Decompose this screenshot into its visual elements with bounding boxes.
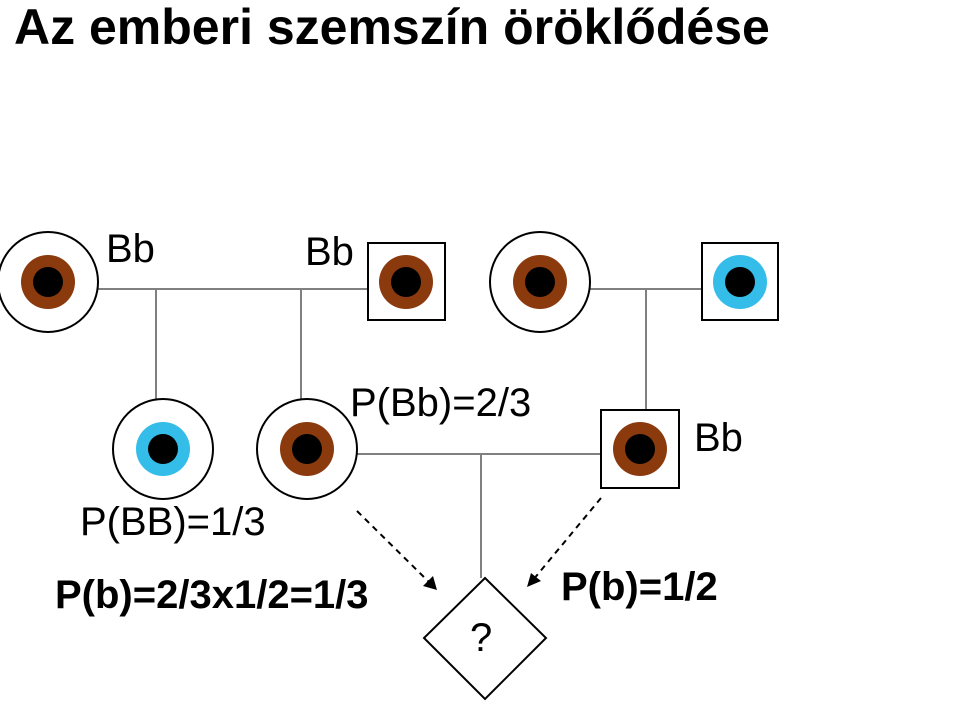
probability-arrows — [356, 497, 602, 590]
pupil-icon — [391, 267, 421, 297]
page-title: Az emberi szemszín öröklődése — [14, 0, 770, 55]
grandmother-left-symbol — [0, 231, 99, 333]
pedigree-lines — [98, 288, 702, 578]
child-symbol: ? — [422, 576, 548, 701]
father-allele-probability: P(b)=1/2 — [561, 565, 718, 609]
grandfather-genotype-label: Bb — [305, 230, 354, 274]
daughter-blue-symbol — [112, 398, 214, 500]
mother-allele-probability: P(b)=2/3x1/2=1/3 — [55, 573, 369, 617]
grandfather-right-symbol — [701, 242, 779, 321]
arrow-head-icon — [423, 576, 437, 590]
pupil-icon — [148, 434, 178, 464]
pupil-icon — [292, 434, 322, 464]
grandmother-genotype-label: Bb — [106, 227, 155, 271]
father-genotype-label: Bb — [694, 416, 743, 460]
arrow-head-icon — [527, 573, 541, 587]
mother-heterozygous-probability: P(Bb)=2/3 — [350, 381, 531, 425]
pupil-icon — [33, 267, 63, 297]
pupil-icon — [525, 267, 555, 297]
pupil-icon — [625, 434, 655, 464]
mother-homozygous-probability: P(BB)=1/3 — [80, 500, 266, 544]
father-symbol — [600, 409, 680, 489]
mother-symbol — [256, 398, 358, 500]
grandmother-right-symbol — [489, 231, 591, 333]
child-unknown-mark: ? — [470, 616, 492, 660]
grandfather-left-symbol — [367, 242, 446, 321]
pupil-icon — [725, 267, 755, 297]
father-arrow-line — [532, 497, 602, 581]
